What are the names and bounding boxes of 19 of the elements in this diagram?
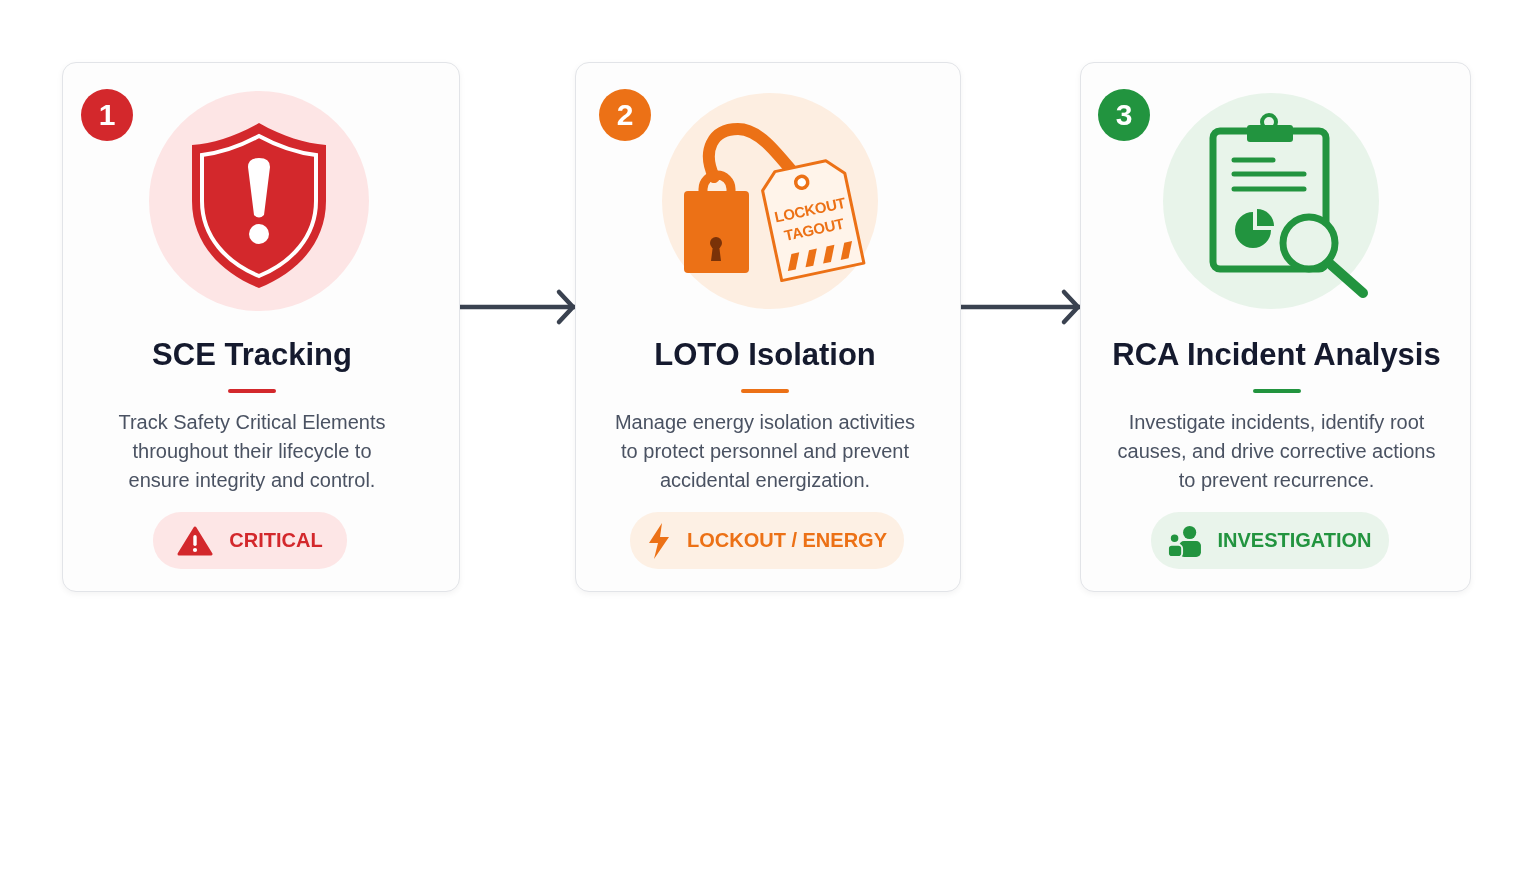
step-title: LOTO Isolation bbox=[654, 336, 876, 374]
category-label: CRITICAL bbox=[229, 529, 323, 552]
step-card bbox=[62, 62, 460, 592]
category-tag bbox=[630, 512, 904, 569]
step-description: Investigate incidents, identify root causes, and drive corrective actions to prevent recurrence. bbox=[1116, 410, 1437, 493]
step-number: 3 bbox=[1098, 89, 1150, 141]
category-label: LOCKOUT / ENERGY bbox=[687, 529, 887, 552]
step-description: Manage energy isolation activities to protect personnel and prevent accidental energization. bbox=[613, 410, 917, 493]
category-label: INVESTIGATION bbox=[1217, 529, 1372, 552]
tag-text: LOCKOUT TAGOUT bbox=[771, 192, 848, 246]
step-number: 1 bbox=[81, 89, 133, 141]
step-card bbox=[1080, 62, 1471, 592]
step-number: 2 bbox=[599, 89, 651, 141]
category-tag bbox=[153, 512, 347, 569]
step-card bbox=[575, 62, 961, 592]
step-title: RCA Incident Analysis bbox=[1112, 336, 1441, 374]
step-description: Track Safety Critical Elements throughout their lifecycle to ensure integrity and control. bbox=[117, 410, 387, 493]
step-title: SCE Tracking bbox=[152, 336, 352, 374]
category-tag bbox=[1150, 512, 1389, 569]
